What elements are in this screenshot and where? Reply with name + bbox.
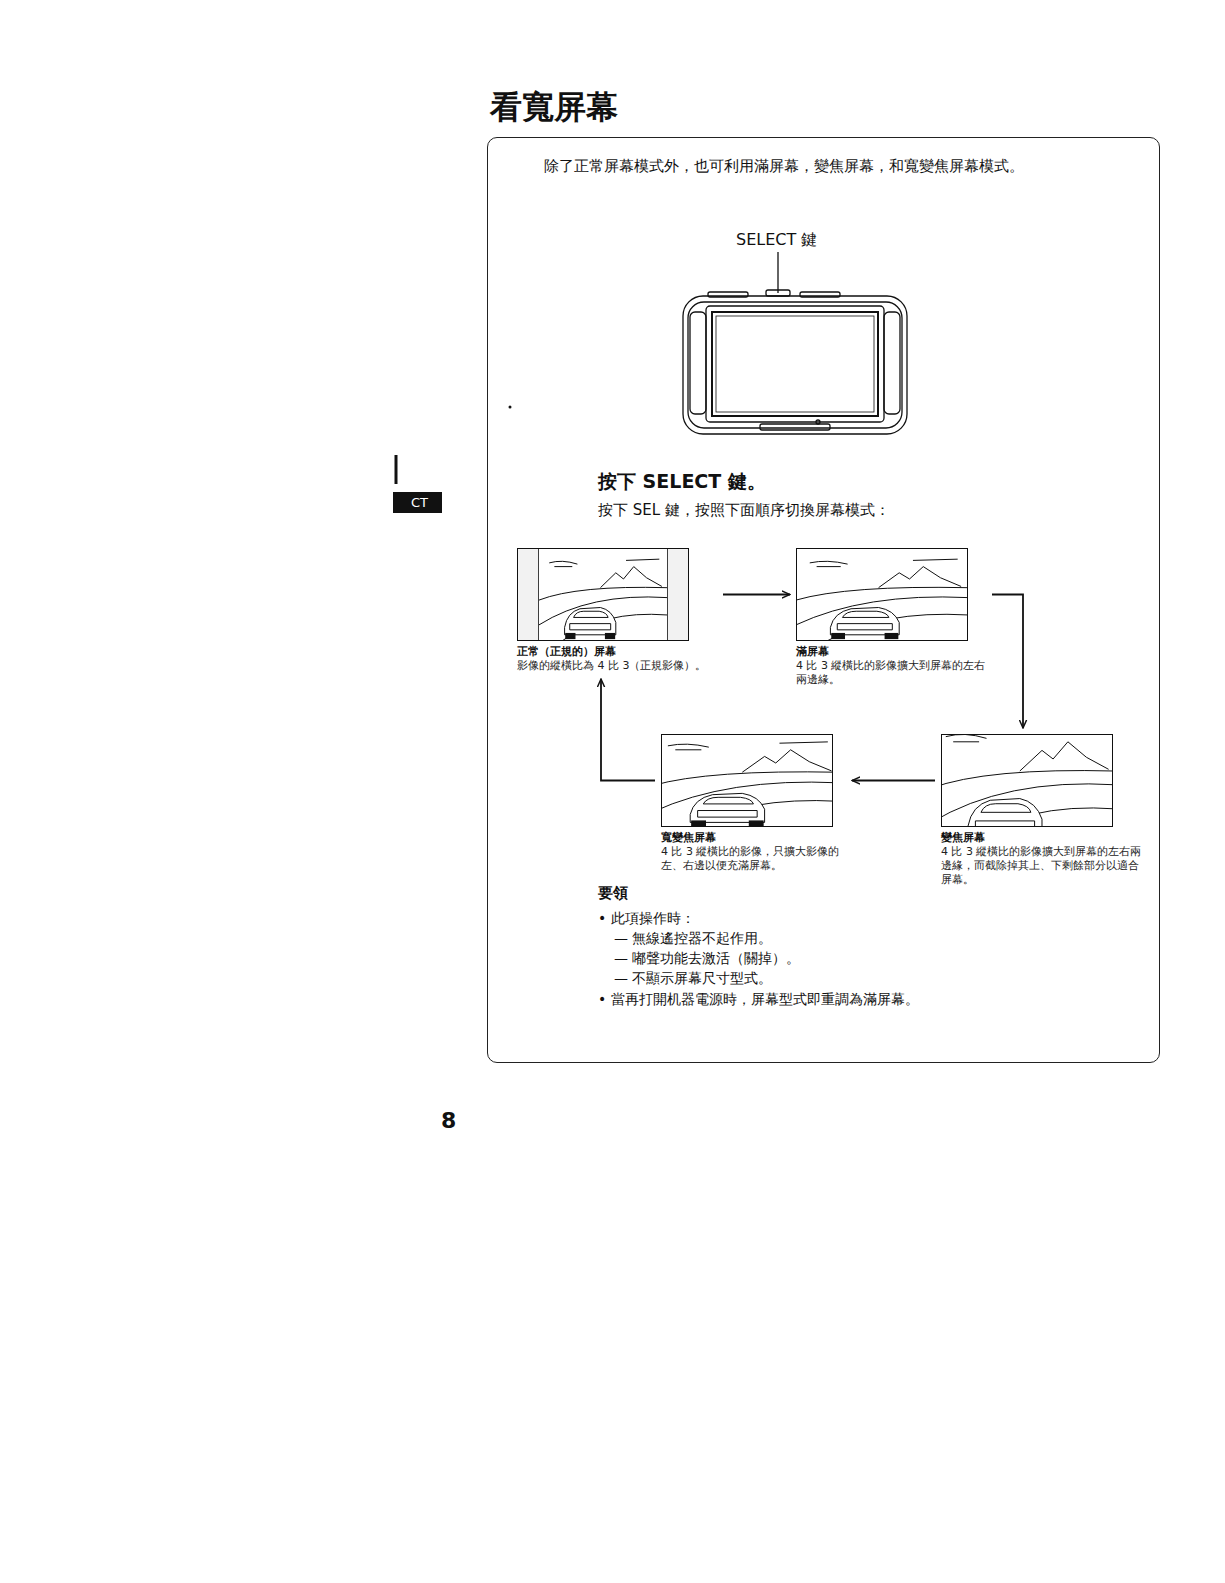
page-number: 8 — [441, 1108, 456, 1133]
part-label: SELECT 鍵 — [736, 230, 817, 251]
screen-mode-box: 寬變焦屏幕4 比 3 縱橫比的影像，只擴大影像的左、右邊以便充滿屏幕。 — [661, 734, 846, 873]
screen-mode-box: 滿屏幕4 比 3 縱橫比的影像擴大到屏幕的左右兩邊緣。 — [796, 548, 986, 687]
body-text: • 此項操作時： — [598, 909, 1138, 929]
body-text: — 嘟聲功能去激活（關掉）。 — [614, 949, 1134, 969]
page-title: 看寬屏幕 — [490, 86, 618, 130]
mode-description: 4 比 3 縱橫比的影像，只擴大影像的左、右邊以便充滿屏幕。 — [661, 845, 846, 873]
mode-name: 變焦屏幕 — [941, 831, 1146, 845]
body-text: — 無線遙控器不起作用。 — [614, 929, 1134, 949]
screen-image — [796, 548, 968, 641]
flow-arrow — [852, 780, 935, 782]
body-text: — 不顯示屏幕尺寸型式。 — [614, 969, 1134, 989]
language-tab: CT — [393, 492, 442, 513]
body-text: 按下 SEL 鍵，按照下面順序切換屏幕模式： — [598, 500, 1138, 521]
mode-description: 4 比 3 縱橫比的影像擴大到屏幕的左右兩邊緣。 — [796, 659, 986, 687]
mode-name: 正常（正規的）屏幕 — [517, 645, 717, 659]
flow-arrow — [992, 595, 1023, 729]
screen-mode-box: 變焦屏幕4 比 3 縱橫比的影像擴大到屏幕的左右兩邊緣，而截除掉其上、下剩餘部分… — [941, 734, 1146, 887]
monitor-drawing — [683, 290, 907, 434]
note-heading: 要領 — [598, 883, 798, 904]
step-heading: 按下 SELECT 鍵。 — [598, 468, 1098, 495]
body-text: • 當再打開机器電源時，屏幕型式即重調為滿屏幕。 — [598, 990, 1138, 1010]
screen-image — [941, 734, 1113, 827]
flow-arrow — [601, 679, 655, 781]
flow-arrow — [723, 594, 790, 596]
mode-description: 影像的縱橫比為 4 比 3（正規影像）。 — [517, 659, 717, 673]
mode-description: 4 比 3 縱橫比的影像擴大到屏幕的左右兩邊緣，而截除掉其上、下剩餘部分以適合屏… — [941, 845, 1146, 887]
screen-mode-box: 正常（正規的）屏幕影像的縱橫比為 4 比 3（正規影像）。 — [517, 548, 717, 673]
body-text: 除了正常屏幕模式外，也可利用滿屏幕，變焦屏幕，和寬變焦屏幕模式。 — [506, 156, 1142, 177]
dot-mark — [509, 406, 512, 409]
mode-name: 寬變焦屏幕 — [661, 831, 846, 845]
mode-name: 滿屏幕 — [796, 645, 986, 659]
screen-image — [661, 734, 833, 827]
frame-box: 除了正常屏幕模式外，也可利用滿屏幕，變焦屏幕，和寬變焦屏幕模式。按下 SELEC… — [487, 137, 1160, 1063]
leader-line — [777, 252, 778, 293]
margin-bar — [395, 455, 398, 484]
screen-image — [517, 548, 689, 641]
